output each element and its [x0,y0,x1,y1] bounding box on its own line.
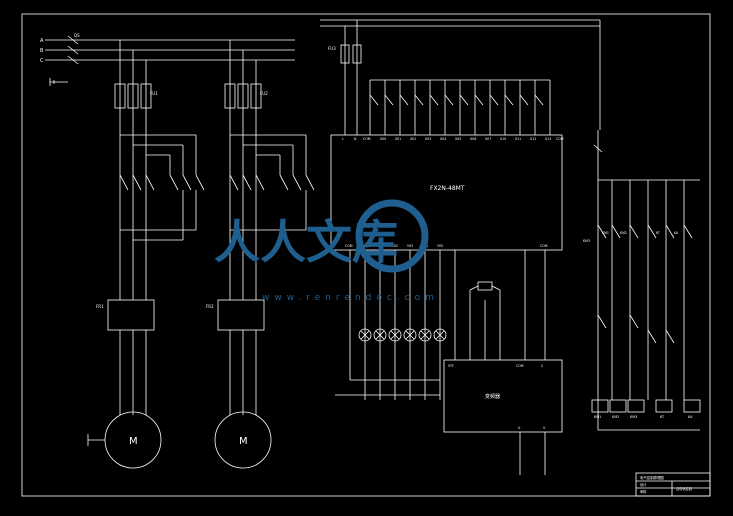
svg-text:X05: X05 [455,137,461,141]
svg-text:X00: X00 [380,137,386,141]
inverter-block [443,250,563,475]
fu2-label: FU2 [260,91,268,96]
supply-bus [45,35,295,86]
svg-text:X04: X04 [440,137,446,141]
svg-text:COM: COM [556,137,564,141]
relay-labels: KM1 KM2 KM3 KT KA [594,415,693,419]
svg-text:X13: X13 [545,137,551,141]
svg-text:Y00: Y00 [362,244,368,248]
motor-2-symbol [214,411,272,469]
fr2-label: FR2 [206,304,214,309]
inverter-u-label: U [518,426,521,430]
svg-text:L: L [342,137,344,141]
svg-text:X02: X02 [410,137,416,141]
drawing-frame [21,13,711,497]
svg-text:KT: KT [660,415,665,419]
motor-branch-1 [87,40,205,469]
svg-text:KT: KT [656,231,660,235]
fu3-label: FU3 [328,46,336,51]
svg-text:KM2: KM2 [620,231,627,235]
phase-a-label: A [40,38,44,44]
svg-text:X11: X11 [515,137,521,141]
phase-b-label: B [40,48,44,54]
svg-text:KM3: KM3 [583,239,590,243]
qs-label: QS [74,33,80,38]
fr1-label: FR1 [96,304,104,309]
relay-contact-labels: KM3 KM1 KM2 KT KA [583,231,679,243]
plc-model-label: FX2N-48MT [430,185,465,192]
svg-text:KM2: KM2 [612,415,619,419]
svg-text:Y01: Y01 [377,244,383,248]
relay-column [591,130,701,431]
svg-text:X07: X07 [485,137,491,141]
motor-1-label: M [129,436,138,447]
svg-text:Y03: Y03 [407,244,413,248]
watermark: 人人文库 www.renrendoc.com [214,199,439,303]
plc-input-labels: L N COM X00 X01 X02 X03 X04 X05 X06 X07 … [342,137,564,141]
title-block-reviewer: 审核 [640,489,647,494]
svg-text:KM1: KM1 [594,415,601,419]
svg-text:COM: COM [363,137,371,141]
svg-text:Y05: Y05 [437,244,443,248]
svg-text:X10: X10 [500,137,506,141]
title-block-title: 电气控制原理图 [640,475,664,480]
title-block-designer: 设计 [640,482,647,487]
svg-text:X01: X01 [395,137,401,141]
svg-text:KA: KA [674,231,679,235]
motor-branch-2 [214,40,315,469]
inverter-2-label: 2 [541,364,543,368]
watermark-text: 人人文库 [214,215,398,269]
phase-c-label: C [40,58,44,64]
svg-text:X06: X06 [470,137,476,141]
inverter-v-label: V [543,426,546,430]
motor-2-label: M [239,436,248,447]
fu1-label: FU1 [150,91,158,96]
svg-text:COM: COM [540,244,548,248]
svg-text:COM: COM [345,244,353,248]
inverter-com-label: COM [516,364,524,368]
svg-text:KM3: KM3 [630,415,637,419]
inverter-stf-label: STF [448,364,454,368]
svg-text:Y02: Y02 [392,244,398,248]
inverter-label: 变频器 [485,393,500,400]
plc-block [320,19,601,400]
title-block-subject: 自动化控制 [676,486,692,491]
svg-text:N: N [354,137,357,141]
watermark-url: www.renrendoc.com [262,293,439,303]
svg-text:KA: KA [688,415,693,419]
svg-text:X03: X03 [425,137,431,141]
title-block [635,472,711,497]
svg-text:KM1: KM1 [602,231,609,235]
svg-text:X12: X12 [530,137,536,141]
